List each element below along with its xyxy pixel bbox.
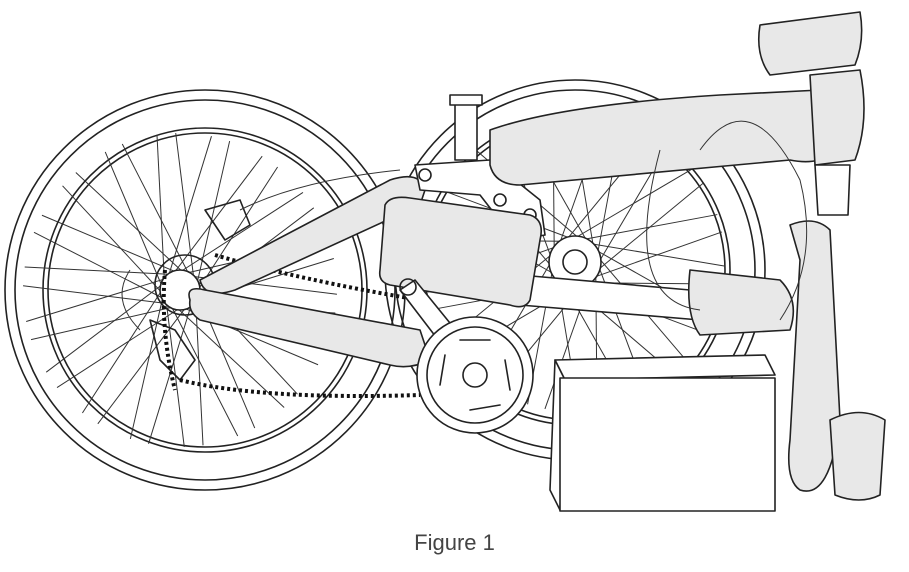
spoke — [173, 155, 263, 274]
spoke — [156, 134, 165, 282]
spoke — [176, 307, 285, 408]
spoke — [121, 143, 190, 275]
spoke — [97, 306, 187, 425]
spoke — [196, 140, 231, 284]
chainring — [416, 316, 534, 434]
handlebar-grip-top — [757, 11, 863, 76]
spoke — [62, 185, 163, 294]
main-frame-tube — [519, 274, 701, 321]
spoke — [45, 283, 164, 373]
spoke — [590, 243, 726, 267]
spoke — [22, 285, 169, 305]
lower-frame-padding — [188, 287, 431, 368]
rear-frame-padding — [687, 269, 795, 336]
spoke — [75, 172, 184, 273]
spoke — [56, 307, 181, 389]
spoke — [30, 306, 174, 341]
spoke — [33, 231, 165, 300]
seat-post — [449, 94, 483, 161]
spoke — [26, 277, 167, 322]
brake-cables — [239, 120, 808, 321]
handlebar-grip-side — [809, 69, 865, 166]
spoke — [81, 289, 163, 414]
fork-padding — [787, 220, 841, 492]
spoke — [583, 214, 718, 240]
spoke — [170, 305, 239, 437]
spoke — [175, 132, 195, 279]
spoke — [195, 298, 204, 446]
spoke — [574, 168, 693, 239]
figure-caption: Figure 1 — [414, 530, 495, 555]
fork — [814, 164, 851, 216]
spoke — [41, 214, 178, 273]
spoke — [129, 296, 164, 440]
pedal-box — [549, 354, 776, 512]
pedal-padding — [829, 411, 886, 501]
spoke — [24, 266, 172, 275]
frame-center-padding — [378, 196, 543, 308]
spoke — [104, 151, 163, 288]
chain — [161, 253, 421, 398]
handlebar-padding — [489, 89, 839, 186]
folded-bike-illustration — [4, 11, 886, 512]
spoke — [167, 136, 212, 277]
